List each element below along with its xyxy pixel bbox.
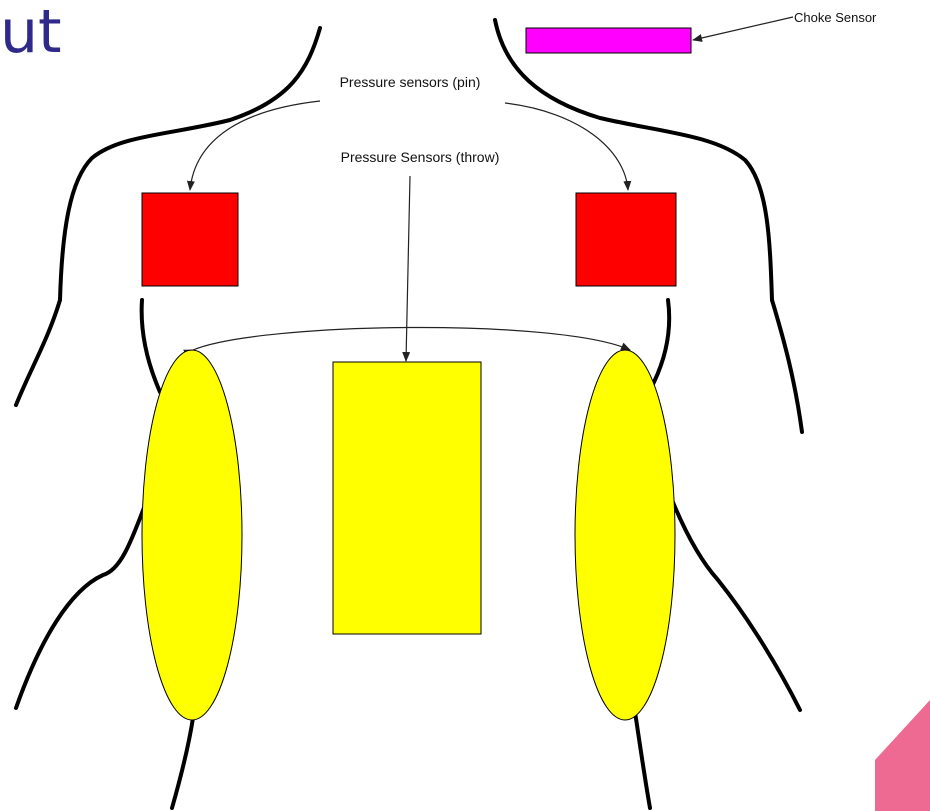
throw-sensor-right — [575, 350, 675, 720]
choke-sensor-arrow — [693, 17, 793, 40]
throw-sensor-center-arrow — [406, 176, 410, 361]
right-forearm-upper-outline — [670, 495, 800, 710]
right-armpit-outline — [650, 300, 669, 390]
pin-sensor-left-arrow — [190, 101, 320, 190]
pin-sensor-right-arrow — [505, 103, 628, 190]
corner-accent — [875, 700, 930, 811]
left-waist-outline — [172, 718, 193, 808]
left-armpit-outline — [142, 300, 160, 392]
throw-sensor-side-arrow — [193, 327, 630, 350]
pin-sensor-right — [576, 193, 676, 286]
choke-sensor — [526, 28, 691, 53]
throw-sensors-label: Pressure Sensors (throw) — [341, 149, 500, 165]
pin-sensors-label: Pressure sensors (pin) — [340, 74, 481, 90]
right-arm-outline — [772, 300, 802, 432]
left-arm-outline — [16, 300, 60, 405]
pin-sensor-left — [142, 193, 238, 286]
right-waist-outline — [635, 712, 650, 808]
throw-sensor-left — [142, 350, 242, 720]
slide-title-fragment: ut — [0, 0, 62, 67]
choke-sensor-label: Choke Sensor — [794, 10, 877, 25]
left-forearm-upper-outline — [16, 505, 145, 708]
throw-sensor-center — [333, 362, 481, 634]
